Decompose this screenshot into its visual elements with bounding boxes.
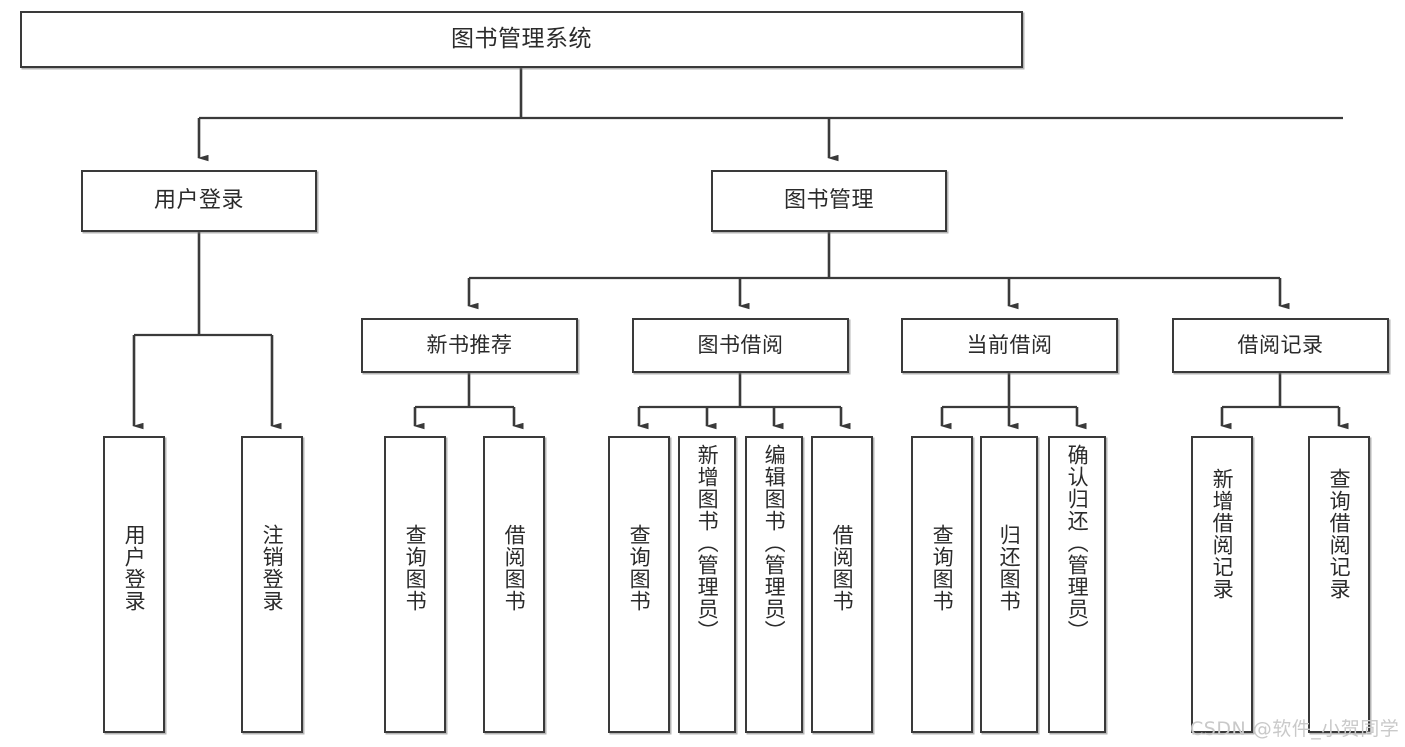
- node-leaf-query-record[interactable]: 查询借阅记录: [1308, 436, 1370, 733]
- csdn-watermark: CSDN @软件_小贺同学: [1190, 718, 1400, 740]
- node-leaf-return-book-label: 归还图书: [997, 524, 1022, 612]
- node-current-borrow[interactable]: 当前借阅: [901, 318, 1118, 373]
- node-book-borrow-label: 图书借阅: [697, 333, 784, 358]
- node-leaf-borrow-book-2-label: 借阅图书: [830, 524, 855, 612]
- node-leaf-query-book-2-label: 查询图书: [627, 524, 652, 612]
- node-leaf-logout-login-label: 注销登录: [260, 524, 285, 612]
- node-book-management-label: 图书管理: [783, 187, 874, 213]
- node-borrow-record-label: 借阅记录: [1237, 333, 1324, 358]
- node-leaf-edit-book[interactable]: 编辑图书（管理员）: [745, 436, 803, 733]
- node-leaf-borrow-book-1-label: 借阅图书: [502, 524, 527, 612]
- node-current-borrow-label: 当前借阅: [966, 333, 1053, 358]
- node-leaf-borrow-book-2[interactable]: 借阅图书: [811, 436, 873, 733]
- node-leaf-add-record-label: 新增借阅记录: [1210, 468, 1235, 600]
- node-book-management[interactable]: 图书管理: [711, 170, 947, 232]
- node-leaf-logout-login[interactable]: 注销登录: [241, 436, 303, 733]
- node-leaf-query-book-2[interactable]: 查询图书: [608, 436, 670, 733]
- node-new-book-recommend-label: 新书推荐: [426, 333, 513, 358]
- node-user-login-label: 用户登录: [153, 187, 244, 213]
- node-borrow-record[interactable]: 借阅记录: [1172, 318, 1389, 373]
- node-root[interactable]: 图书管理系统: [20, 11, 1023, 68]
- node-leaf-return-book[interactable]: 归还图书: [980, 436, 1038, 733]
- node-new-book-recommend[interactable]: 新书推荐: [361, 318, 578, 373]
- node-leaf-add-record[interactable]: 新增借阅记录: [1191, 436, 1253, 733]
- node-leaf-edit-book-label: 编辑图书（管理员）: [762, 444, 787, 642]
- node-leaf-user-login[interactable]: 用户登录: [103, 436, 165, 733]
- node-leaf-query-book-1-label: 查询图书: [403, 524, 428, 612]
- node-leaf-add-book-label: 新增图书（管理员）: [695, 444, 720, 642]
- node-user-login[interactable]: 用户登录: [81, 170, 317, 232]
- node-leaf-confirm-return-label: 确认归还（管理员）: [1065, 444, 1090, 642]
- node-leaf-query-record-label: 查询借阅记录: [1327, 468, 1352, 600]
- node-leaf-user-login-label: 用户登录: [122, 524, 147, 612]
- node-leaf-confirm-return[interactable]: 确认归还（管理员）: [1048, 436, 1106, 733]
- node-book-borrow[interactable]: 图书借阅: [632, 318, 849, 373]
- node-leaf-add-book[interactable]: 新增图书（管理员）: [678, 436, 736, 733]
- node-leaf-borrow-book-1[interactable]: 借阅图书: [483, 436, 545, 733]
- node-leaf-query-book-3-label: 查询图书: [930, 524, 955, 612]
- node-leaf-query-book-3[interactable]: 查询图书: [911, 436, 973, 733]
- node-leaf-query-book-1[interactable]: 查询图书: [384, 436, 446, 733]
- node-root-label: 图书管理系统: [451, 25, 592, 52]
